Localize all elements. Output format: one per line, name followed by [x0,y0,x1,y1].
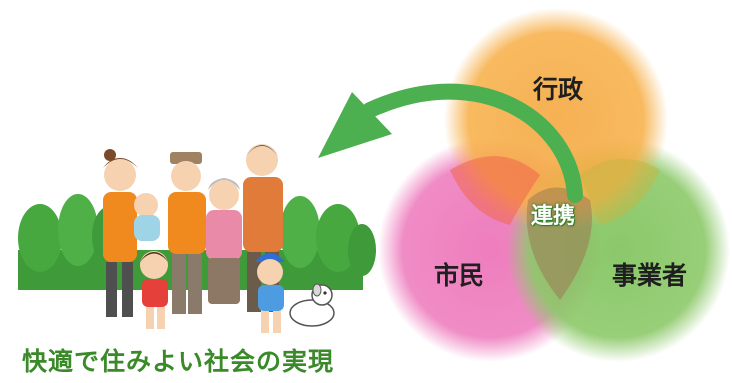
label-government: 行政 [533,75,584,104]
girl-figure [140,251,168,329]
curved-arrow-icon [318,83,583,203]
label-business: 事業者 [612,261,688,290]
boy-figure [255,253,285,333]
venn-circles [378,8,730,362]
dog-icon [289,283,335,327]
overlap-center [526,187,592,300]
baby-figure [134,193,160,241]
grandfather-figure [168,152,206,314]
overlap-left-top [450,156,540,225]
mother-figure [103,149,138,317]
family-illustration [103,144,335,333]
caption-text: 快適で住みよい社会の実現 [22,347,335,376]
overlap-right-top [580,158,660,225]
grandmother-figure [206,178,242,304]
label-citizens: 市民 [434,261,485,290]
label-collaboration: 連携 [531,204,576,229]
